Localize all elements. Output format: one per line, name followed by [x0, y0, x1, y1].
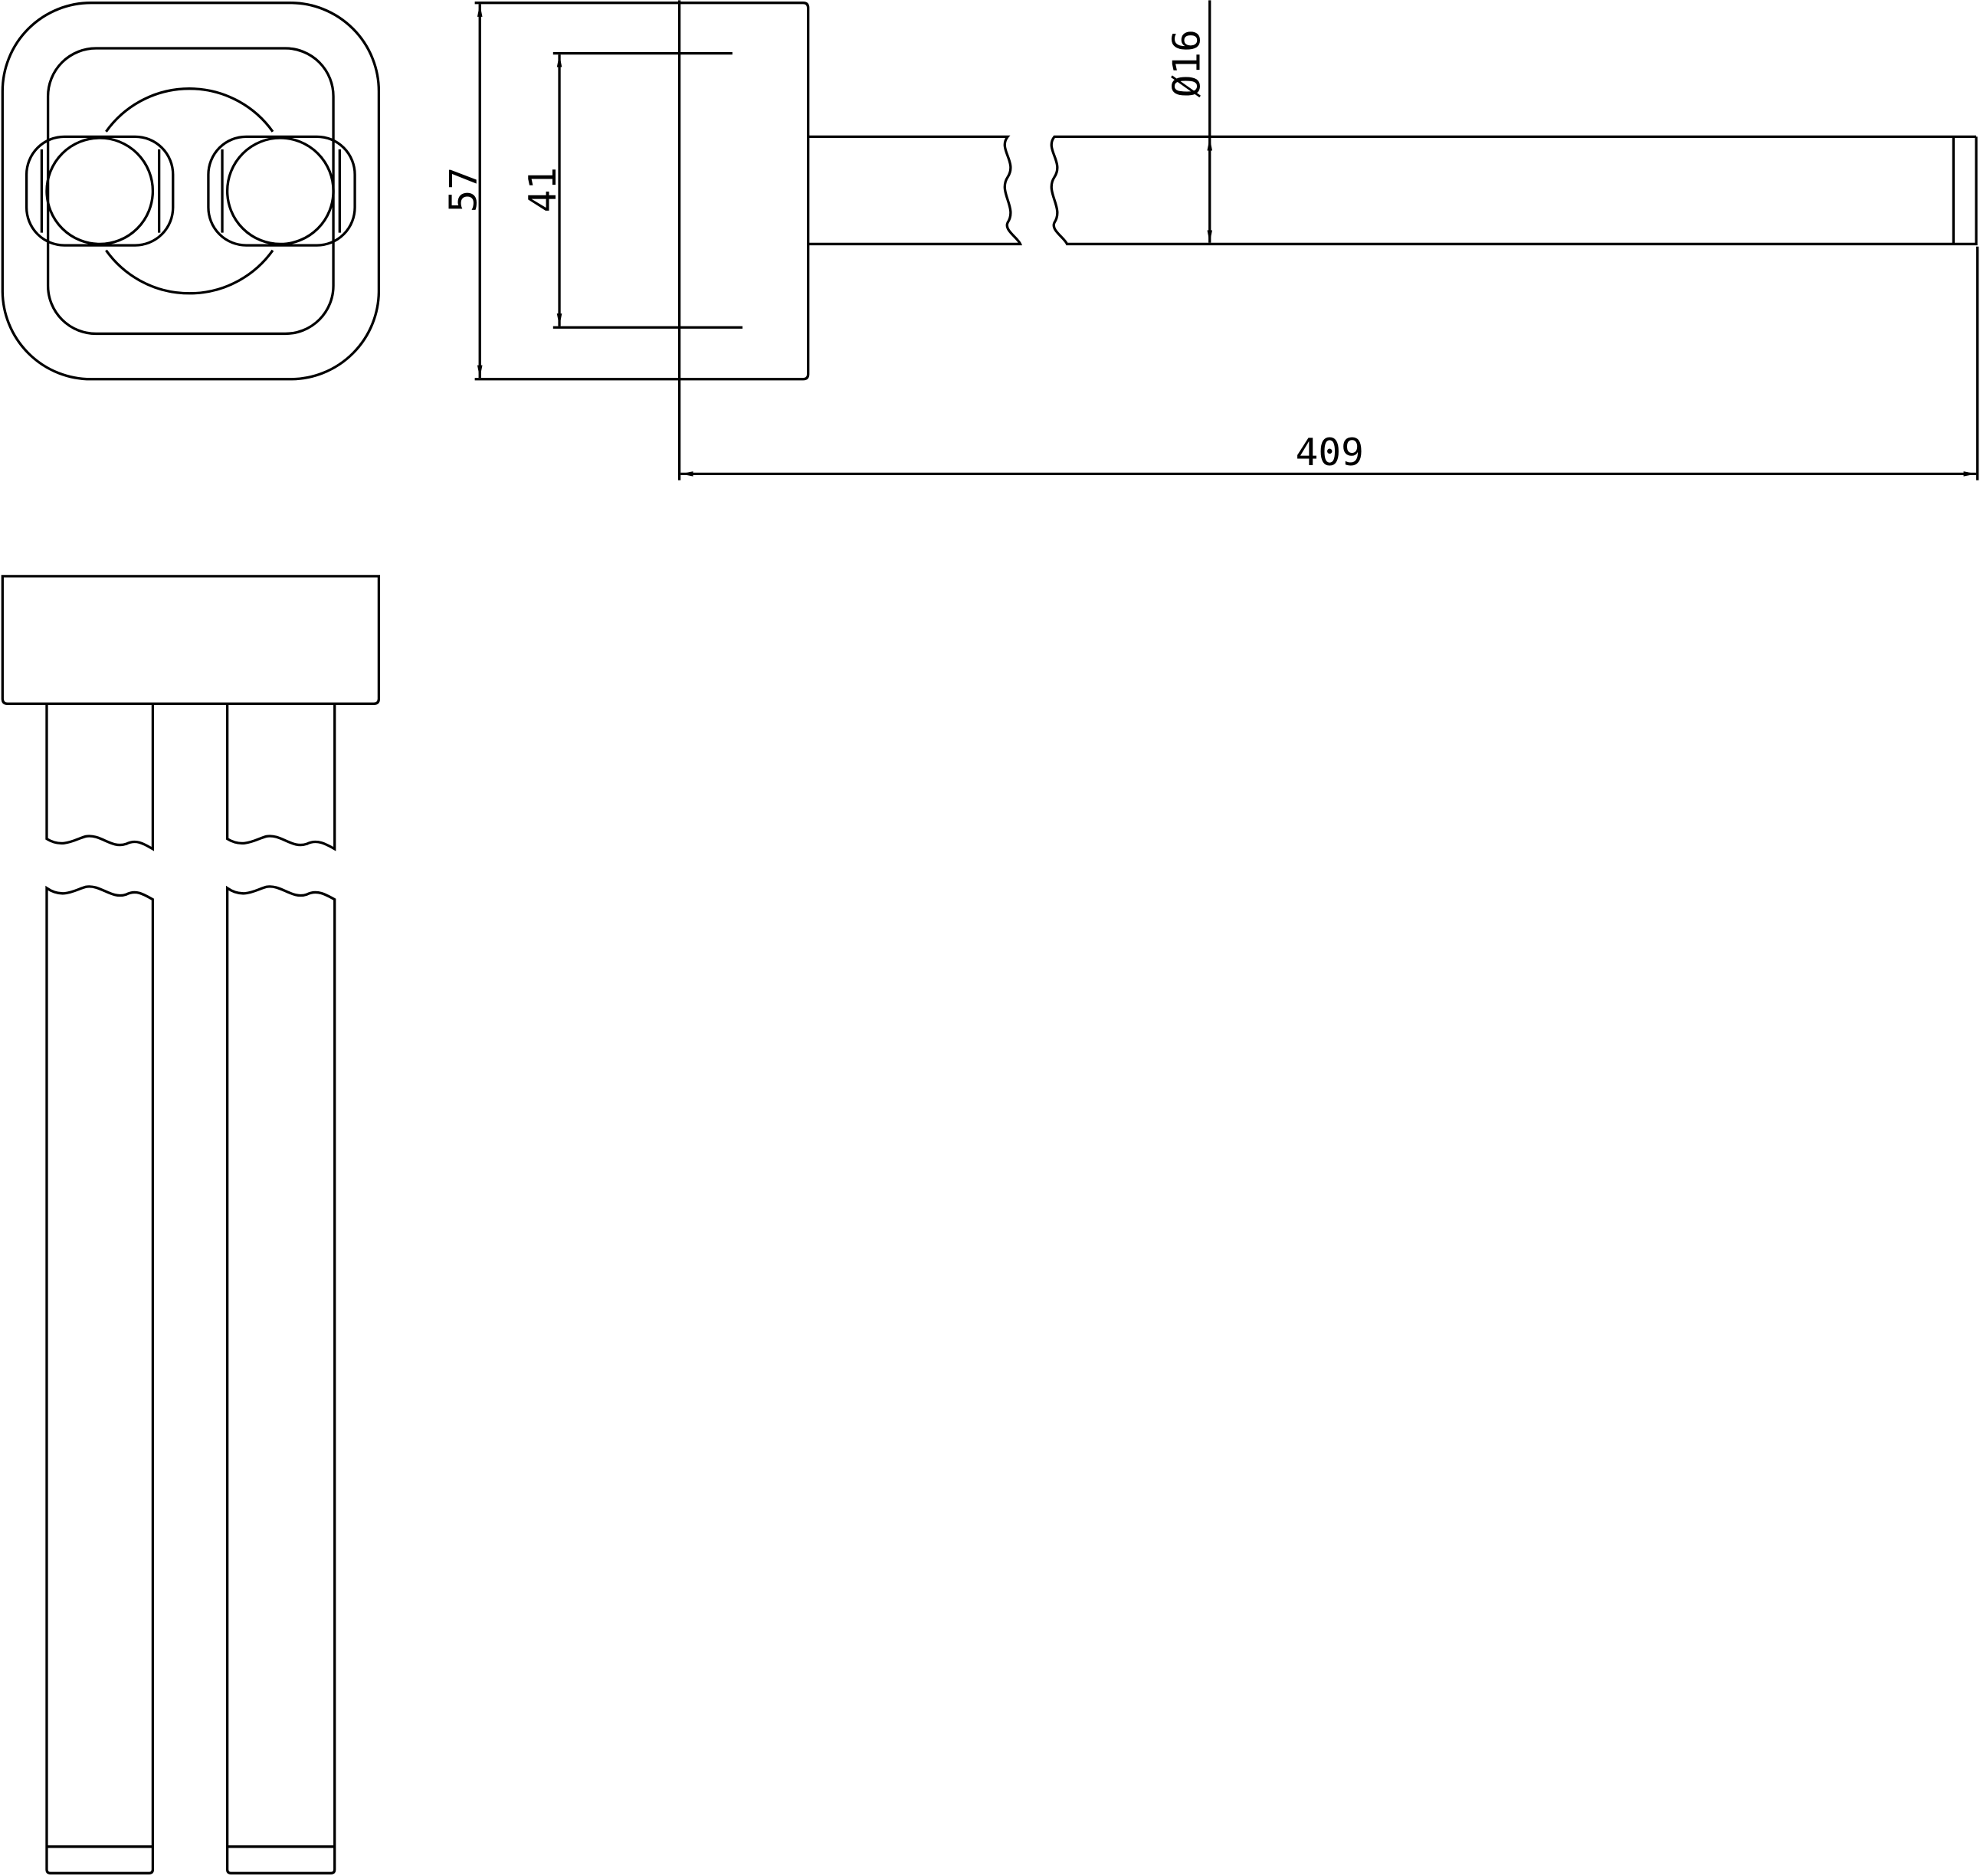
right-rod-bottom [225, 704, 336, 1874]
right-rod-end [207, 135, 356, 247]
dimension-41: 41 [520, 51, 743, 329]
bottom-view [1, 575, 381, 1874]
side-view [474, 0, 1979, 480]
rod-segment-2 [1050, 135, 1978, 246]
left-rod-bottom [45, 704, 155, 1874]
front-view [1, 2, 381, 381]
side-plate [474, 2, 810, 381]
dimension-409: 409 [680, 430, 1977, 477]
rod-segment-1 [808, 135, 1022, 246]
dimension-diameter: Ø16 [1165, 0, 1213, 243]
bottom-plate [1, 575, 381, 705]
inner-plate [46, 47, 335, 336]
outer-plate [1, 2, 381, 381]
center-disc [105, 87, 274, 295]
dimension-label-diameter: Ø16 [1165, 29, 1209, 97]
left-rod-end [25, 135, 175, 247]
dimension-57: 57 [441, 4, 485, 379]
dimension-label-409: 409 [1296, 430, 1364, 474]
dimension-label-41: 41 [520, 167, 565, 213]
dimension-label-57: 57 [441, 167, 485, 213]
